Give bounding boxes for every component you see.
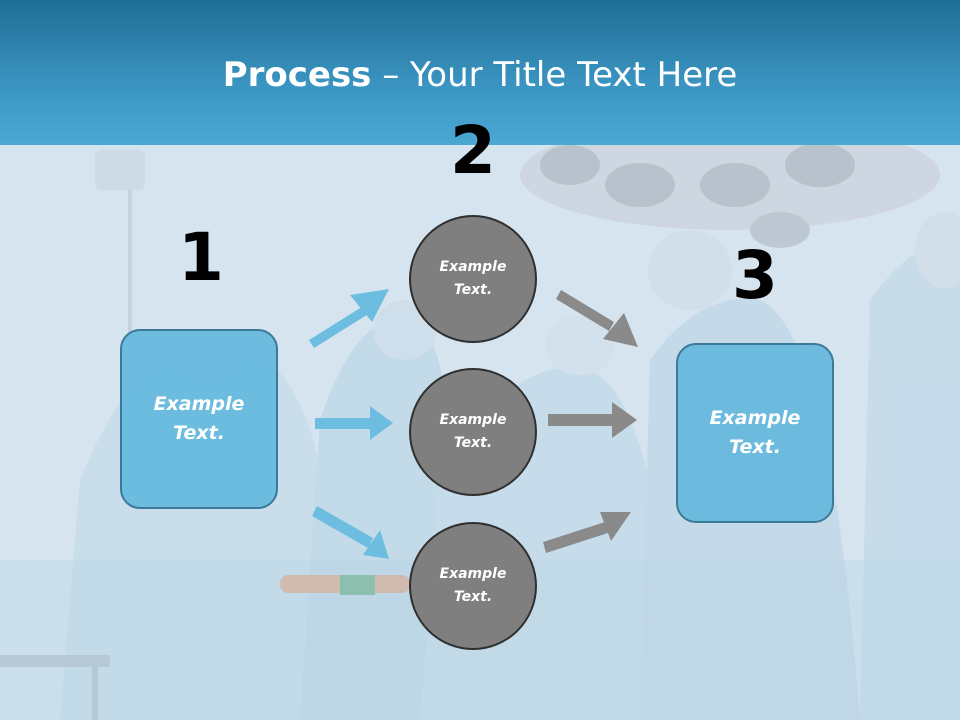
arrow-blue-right [315, 406, 393, 440]
slide-title: Process – Your Title Text Here [0, 55, 960, 95]
circle-top-line2: Text. [453, 282, 493, 298]
arrow-gray-up [543, 512, 631, 553]
left-box-line2: Text. [173, 422, 225, 444]
header-bar [0, 0, 960, 145]
arrow-blue-down [312, 506, 389, 559]
right-box-line2: Text. [729, 436, 781, 458]
step-number-1: 1 [178, 219, 224, 296]
step-number-3: 3 [732, 237, 778, 314]
step-number-2: 2 [450, 112, 496, 189]
arrow-gray-down [556, 290, 638, 347]
circle-top-line1: Example [439, 259, 507, 275]
title-bold: Process [222, 55, 372, 95]
left-box-line1: Example [153, 393, 245, 415]
arrow-blue-up [309, 289, 389, 348]
right-box-line1: Example [709, 407, 801, 429]
circle-middle-line2: Text. [453, 435, 493, 451]
circle-middle-line1: Example [439, 412, 507, 428]
circle-bottom-line2: Text. [453, 589, 493, 605]
arrow-gray-right [548, 402, 637, 438]
title-rest: – Your Title Text Here [371, 55, 738, 95]
circle-bottom-line1: Example [439, 566, 507, 582]
